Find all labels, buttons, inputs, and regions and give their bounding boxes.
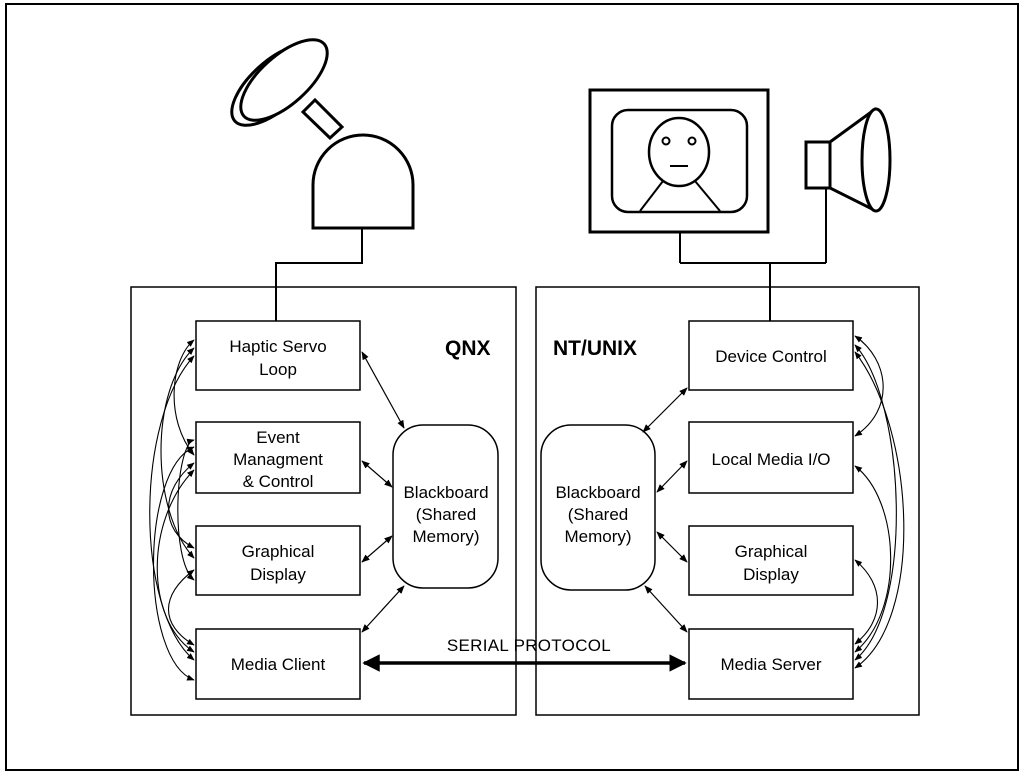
haptic-cable	[275, 228, 363, 321]
nt-interconnect-arrows	[854, 335, 905, 669]
blackboard-label: Memory)	[412, 527, 479, 546]
blackboard-label: Memory)	[564, 527, 631, 546]
module-label: Event	[256, 428, 300, 447]
module-label: Local Media I/O	[711, 450, 830, 469]
qnx-os-label: QNX	[445, 337, 491, 360]
blackboard-qnx: Blackboard (Shared Memory)	[392, 424, 499, 589]
module-label: Device Control	[715, 347, 827, 366]
module-media-client: Media Client	[195, 628, 361, 700]
outer-frame	[5, 3, 1019, 771]
module-label: Managment	[233, 450, 323, 469]
module-label: & Control	[243, 472, 314, 491]
nt-device-cables	[679, 188, 827, 321]
module-label: Media Server	[720, 655, 821, 674]
serial-protocol-link: SERIAL PROTOCOL	[362, 636, 687, 672]
module-local-media-io: Local Media I/O	[688, 421, 854, 494]
blackboard-label: Blackboard	[403, 483, 488, 502]
module-media-server: Media Server	[688, 628, 854, 700]
serial-protocol-label: SERIAL PROTOCOL	[447, 636, 611, 655]
module-device-control: Device Control	[688, 320, 854, 391]
blackboard-label: (Shared	[568, 505, 628, 524]
module-label: Haptic Servo	[229, 337, 326, 356]
module-graphical-display-nt: Graphical Display	[688, 525, 854, 596]
qnx-blackboard-arrows	[361, 351, 405, 633]
nt-panel	[535, 286, 920, 716]
module-haptic-servo-loop: Haptic Servo Loop	[195, 320, 361, 391]
module-label: Display	[743, 565, 799, 584]
nt-os-label: NT/UNIX	[553, 337, 637, 360]
nt-blackboard-arrows	[642, 387, 688, 633]
module-graphical-display-qnx: Graphical Display	[195, 525, 361, 596]
qnx-panel	[130, 286, 517, 716]
module-label: Display	[250, 565, 306, 584]
haptic-device-icon	[230, 38, 415, 230]
module-event-management: Event Managment & Control	[195, 421, 361, 494]
qnx-interconnect-arrows	[149, 339, 195, 681]
module-label: Graphical	[242, 542, 315, 561]
module-label: Loop	[259, 360, 297, 379]
blackboard-label: (Shared	[416, 505, 476, 524]
monitor-face-icon	[588, 88, 770, 234]
module-label: Media Client	[231, 655, 326, 674]
module-label: Graphical	[735, 542, 808, 561]
blackboard-nt: Blackboard (Shared Memory)	[540, 424, 656, 591]
blackboard-label: Blackboard	[555, 483, 640, 502]
speaker-icon	[804, 107, 892, 213]
